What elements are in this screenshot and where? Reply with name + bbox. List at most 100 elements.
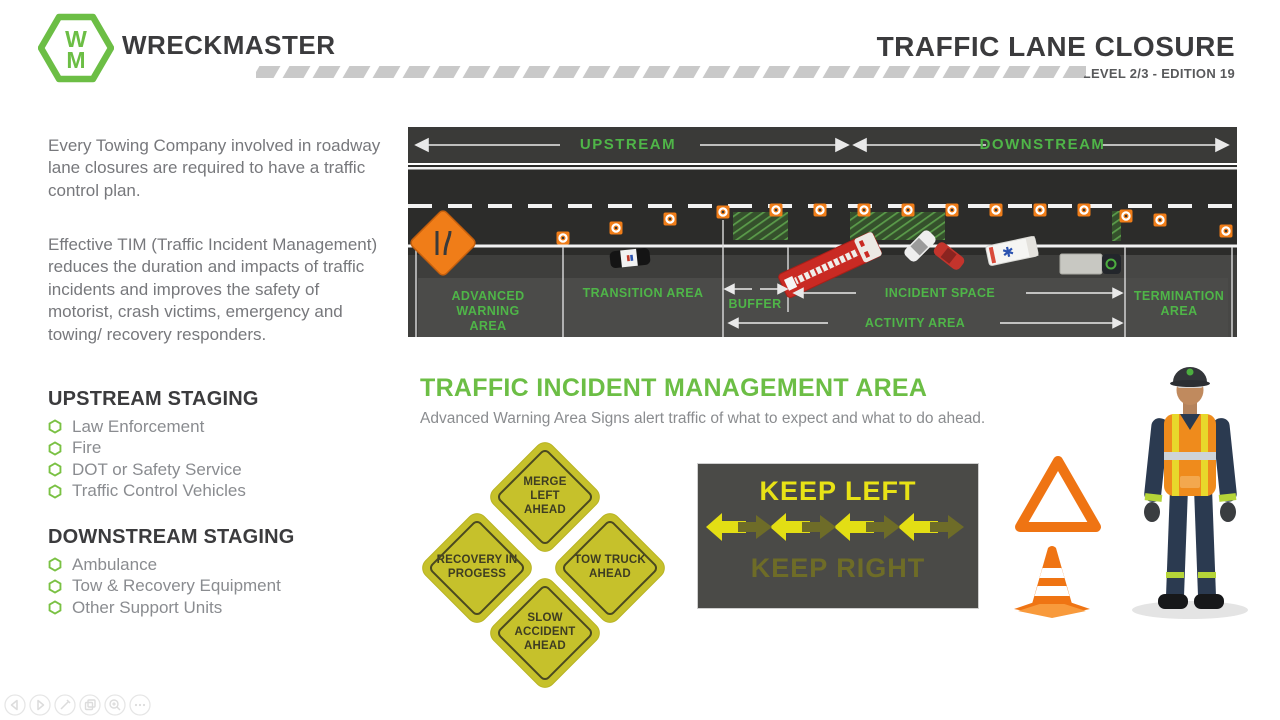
list-item: Law Enforcement <box>48 416 246 438</box>
upstream-staging-list: Law Enforcement Fire DOT or Safety Servi… <box>48 416 246 502</box>
list-item-label: Other Support Units <box>72 597 223 617</box>
cone-marker <box>945 203 959 217</box>
header-dashed-divider <box>256 66 1086 78</box>
tow-truck <box>1059 253 1121 275</box>
list-item-label: Tow & Recovery Equipment <box>72 576 281 596</box>
arrow-right-icon <box>37 699 45 711</box>
upstream-direction-label: UPSTREAM <box>579 136 677 153</box>
sign-label: MERGE LEFT AHEAD <box>523 476 567 516</box>
ellipsis-icon <box>134 703 146 707</box>
magnifier-icon <box>109 699 121 711</box>
list-item-label: Fire <box>72 438 102 458</box>
cone-marker <box>1119 209 1133 223</box>
wreckmaster-logo: W M <box>38 13 114 83</box>
list-item-label: Law Enforcement <box>72 416 205 436</box>
intro-paragraph-2: Effective TIM (Traffic Incident Manageme… <box>48 235 378 344</box>
downstream-staging-list: Ambulance Tow & Recovery Equipment Other… <box>48 554 281 619</box>
zone-termination-label: TERMINATION AREA <box>1133 289 1225 318</box>
list-item: Fire <box>48 438 246 460</box>
cone-marker <box>989 203 1003 217</box>
keep-left-label: KEEP LEFT <box>759 476 917 506</box>
fire-truck <box>778 232 882 298</box>
copy-button[interactable] <box>79 694 101 716</box>
road-illustration <box>408 127 1237 337</box>
hexagon-bullet-icon <box>48 484 62 499</box>
next-button[interactable] <box>29 694 51 716</box>
list-item: DOT or Safety Service <box>48 459 246 481</box>
intro-paragraph-1: Every Towing Company involved in roadway… <box>48 136 381 200</box>
lane-ends-sign <box>410 210 476 276</box>
page-subtitle: LEVEL 2/3 - EDITION 19 <box>1082 66 1235 81</box>
copy-icon <box>84 699 96 711</box>
keep-right-label: KEEP RIGHT <box>750 553 926 583</box>
cone-marker <box>769 203 783 217</box>
hexagon-bullet-icon <box>48 600 62 615</box>
downstream-staging-heading: DOWNSTREAM STAGING <box>48 526 295 548</box>
right-arrow-icon <box>738 515 964 539</box>
traffic-cone-markers <box>556 203 1233 245</box>
hexagon-bullet-icon <box>48 557 62 572</box>
cone-marker <box>1033 203 1047 217</box>
zoom-button[interactable] <box>104 694 126 716</box>
downstream-direction-label: DOWNSTREAM <box>979 136 1106 153</box>
hexagon-bullet-icon <box>48 579 62 594</box>
traffic-cone-icon <box>1014 546 1090 618</box>
warning-triangle-icon <box>1015 456 1101 532</box>
list-item: Other Support Units <box>48 597 281 619</box>
upstream-staging-heading: UPSTREAM STAGING <box>48 388 259 410</box>
left-arrow-icon <box>706 513 938 541</box>
list-item: Tow & Recovery Equipment <box>48 576 281 598</box>
list-item-label: Ambulance <box>72 554 158 574</box>
viewer-toolbar <box>4 694 151 716</box>
crashed-red-car <box>933 242 965 270</box>
cone-marker <box>556 231 570 245</box>
tim-section-subheading: Advanced Warning Area Signs alert traffi… <box>420 410 986 427</box>
zone-arrows <box>723 283 1124 329</box>
logo-letter-m: M <box>66 47 85 73</box>
sign-label: SLOW ACCIDENT AHEAD <box>514 612 576 652</box>
cone-marker <box>663 212 677 226</box>
safety-worker-illustration <box>1132 367 1248 619</box>
tim-section-heading: TRAFFIC INCIDENT MANAGEMENT AREA <box>420 374 928 402</box>
hexagon-bullet-icon <box>48 462 62 477</box>
arrow-board-arrows <box>706 513 964 541</box>
list-item: Traffic Control Vehicles <box>48 481 246 503</box>
edit-button[interactable] <box>54 694 76 716</box>
pencil-icon <box>60 699 71 710</box>
zone-transition-label: TRANSITION AREA <box>582 286 704 300</box>
hexagon-bullet-icon <box>48 441 62 456</box>
zone-incident-space-label: INCIDENT SPACE <box>884 286 996 300</box>
termination-hatch-marking <box>1112 211 1121 241</box>
zone-advanced-warning-label: ADVANCED WARNING AREA <box>451 289 525 333</box>
hexagon-bullet-icon <box>48 419 62 434</box>
page-title: TRAFFIC LANE CLOSURE <box>876 31 1235 62</box>
direction-arrows <box>414 137 1230 153</box>
arrow-left-icon <box>10 699 18 711</box>
list-item: Ambulance <box>48 554 281 576</box>
sign-slow-accident-ahead: SLOW ACCIDENT AHEAD <box>487 575 603 691</box>
worker-shadow <box>1132 601 1248 619</box>
cone-marker <box>901 203 915 217</box>
cone-marker <box>1153 213 1167 227</box>
cone-marker <box>813 203 827 217</box>
ambulance <box>985 236 1039 266</box>
police-car <box>609 247 651 269</box>
list-item-label: DOT or Safety Service <box>72 459 242 479</box>
logo-letter-w: W <box>65 26 87 52</box>
buffer-hatch-marking <box>733 212 788 240</box>
cone-marker <box>1077 203 1091 217</box>
zone-buffer-label: BUFFER <box>728 297 782 311</box>
brand-name: WRECKMASTER <box>122 30 336 60</box>
arrow-board-panel: KEEP LEFT KEEP RIGHT <box>697 463 979 609</box>
logo-hexagon <box>38 13 114 83</box>
cone-marker <box>857 203 871 217</box>
previous-button[interactable] <box>4 694 26 716</box>
cone-marker <box>609 221 623 235</box>
lane-closure-diagram: UPSTREAM DOWNSTREAM ADVANCED WARNING ARE… <box>408 127 1237 337</box>
cone-marker <box>1219 224 1233 238</box>
more-button[interactable] <box>129 694 151 716</box>
list-item-label: Traffic Control Vehicles <box>72 481 246 501</box>
cone-marker <box>716 205 730 219</box>
zone-activity-area-label: ACTIVITY AREA <box>864 316 966 330</box>
crashed-white-car <box>904 230 936 262</box>
